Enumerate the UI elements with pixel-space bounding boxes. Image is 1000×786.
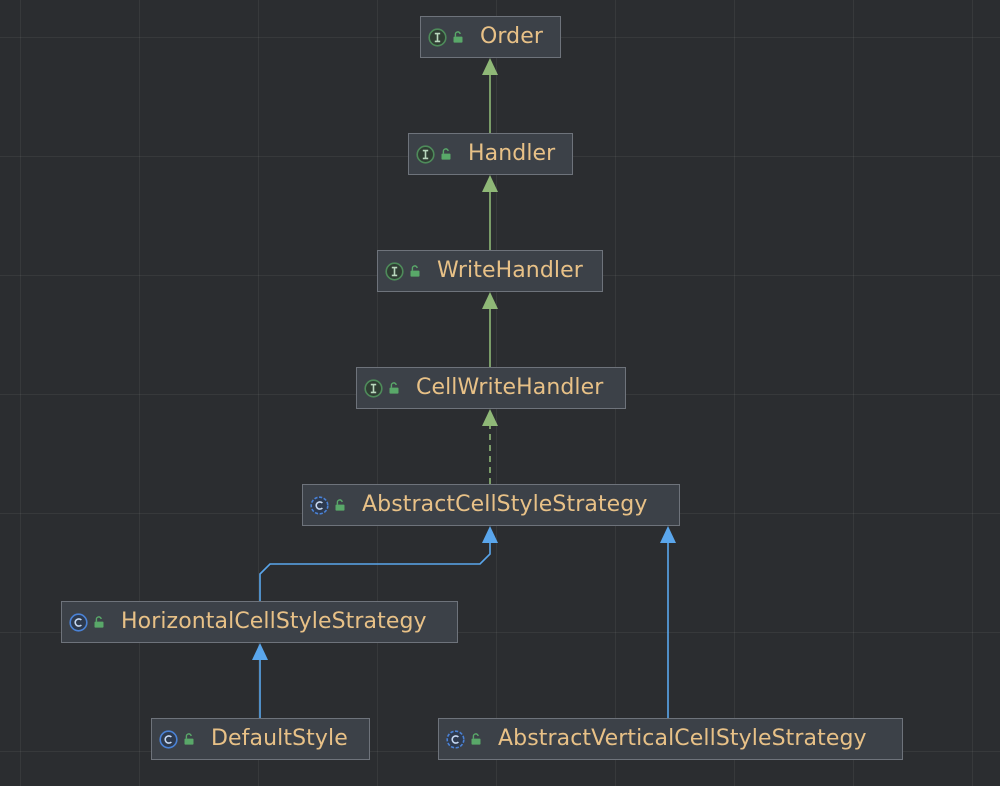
class-icon [159, 729, 178, 749]
edge-arrowhead [660, 526, 676, 543]
abstract-class-icon [446, 729, 465, 749]
public-lock-icon [471, 733, 481, 745]
node-abstractverticalcellstylestrategy[interactable]: AbstractVerticalCellStyleStrategy [438, 718, 903, 760]
interface-icon [364, 378, 383, 398]
class-icon [69, 612, 88, 632]
node-label: Order [480, 24, 544, 49]
public-lock-icon [389, 382, 399, 394]
edge-arrowhead [482, 292, 498, 309]
interface-icon [385, 261, 404, 281]
abstract-class-icon [310, 495, 329, 515]
node-writehandler[interactable]: WriteHandler [377, 250, 603, 292]
edge-arrowhead [482, 409, 498, 426]
edge-cellwritehandler-to-writehandler[interactable] [482, 292, 498, 367]
public-lock-icon [94, 616, 104, 628]
edge-writehandler-to-handler[interactable] [482, 175, 498, 250]
public-lock-icon [441, 148, 451, 160]
edge-defaultstyle-to-horizontalcellstylestrategy[interactable] [252, 643, 268, 718]
edge-arrowhead [252, 643, 268, 660]
edge-line [259, 543, 491, 601]
node-horizontalcellstylestrategy[interactable]: HorizontalCellStyleStrategy [61, 601, 458, 643]
edge-abstractcellstylestrategy-to-cellwritehandler[interactable] [482, 409, 498, 484]
node-label: CellWriteHandler [416, 375, 604, 400]
public-lock-icon [184, 733, 194, 745]
public-lock-icon [453, 31, 463, 43]
public-lock-icon [335, 499, 345, 511]
node-cellwritehandler[interactable]: CellWriteHandler [356, 367, 626, 409]
node-abstractcellstylestrategy[interactable]: AbstractCellStyleStrategy [302, 484, 680, 526]
node-label: DefaultStyle [211, 726, 348, 751]
node-label: Handler [468, 141, 556, 166]
node-handler[interactable]: Handler [408, 133, 573, 175]
interface-icon [416, 144, 435, 164]
edge-horizontalcellstylestrategy-to-abstractcellstylestrategy[interactable] [259, 526, 498, 601]
node-label: AbstractVerticalCellStyleStrategy [498, 726, 867, 751]
node-defaultstyle[interactable]: DefaultStyle [151, 718, 370, 760]
interface-icon [428, 27, 447, 47]
node-label: WriteHandler [437, 258, 583, 283]
node-label: AbstractCellStyleStrategy [362, 492, 648, 517]
edge-handler-to-order[interactable] [482, 58, 498, 133]
node-order[interactable]: Order [420, 16, 561, 58]
edge-arrowhead [482, 175, 498, 192]
public-lock-icon [410, 265, 420, 277]
edge-arrowhead [482, 58, 498, 75]
edge-arrowhead [482, 526, 498, 543]
edge-abstractverticalcellstylestrategy-to-abstractcellstylestrategy[interactable] [660, 526, 676, 718]
node-label: HorizontalCellStyleStrategy [121, 609, 427, 634]
